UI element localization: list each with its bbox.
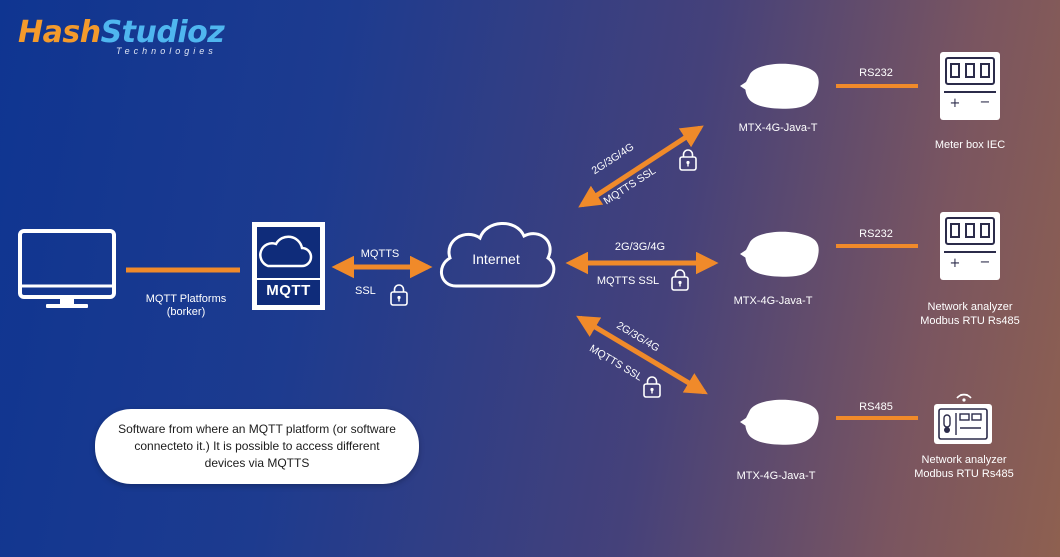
mqtt-server-icon [252, 222, 325, 310]
lock-icon [671, 269, 689, 291]
link-internet-device-3 [576, 315, 708, 395]
device-1-name: MTX-4G-Java-T [738, 122, 818, 134]
computer-label: MQTT Platforms (borker) [146, 293, 226, 319]
lock-icon [679, 149, 697, 171]
brand-logo: HashStudioz Technologies [18, 15, 225, 57]
meter-box-icon [939, 51, 1001, 121]
target-3-line2: Modbus RTU Rs485 [914, 468, 1014, 480]
link-mqtt-internet-bottom: SSL [355, 285, 376, 297]
info-note: Software from where an MQTT platform (or… [95, 409, 419, 484]
router-device-icon [740, 399, 819, 445]
lock-icon [390, 284, 408, 306]
target-2-line2: Modbus RTU Rs485 [920, 315, 1020, 327]
router-device-icon [740, 63, 819, 109]
link-mqtt-internet-top: MQTTS [360, 248, 400, 260]
target-3-line1: Network analyzer [921, 454, 1007, 466]
internet-label: Internet [472, 251, 520, 267]
device-3-bus: RS485 [859, 401, 893, 413]
target-2-line1: Network analyzer [927, 301, 1013, 313]
brand-name-part2: Studioz [100, 15, 225, 50]
target-2-label: Network analyzer Modbus RTU Rs485 [920, 300, 1019, 328]
device-3-name: MTX-4G-Java-T [736, 470, 816, 482]
router-device-icon [740, 231, 819, 277]
mqtt-server-label: MQTT [266, 282, 311, 299]
network-analyzer-icon [939, 211, 1001, 281]
brand-name-part1: Hash [18, 15, 101, 50]
device-2-bus: RS232 [859, 228, 893, 240]
target-1-label: Meter box IEC [934, 139, 1006, 151]
link2-net-label: 2G/3G/4G [614, 241, 666, 253]
smart-analyzer-icon [934, 393, 992, 444]
internet-cloud-icon [440, 222, 556, 288]
device-1-bus: RS232 [859, 67, 893, 79]
computer-monitor-icon [18, 229, 116, 308]
brand-tagline: Technologies [116, 46, 217, 56]
computer-label-line2: (borker) [166, 306, 206, 318]
link-internet-device-1 [578, 125, 704, 208]
lock-icon [643, 376, 661, 398]
target-3-label: Network analyzer Modbus RTU Rs485 [914, 453, 1013, 481]
link2-proto-label: MQTTS SSL [596, 275, 660, 287]
device-2-name: MTX-4G-Java-T [733, 295, 813, 307]
computer-label-line1: MQTT Platforms [145, 293, 227, 305]
info-note-text: Software from where an MQTT platform (or… [118, 422, 396, 470]
